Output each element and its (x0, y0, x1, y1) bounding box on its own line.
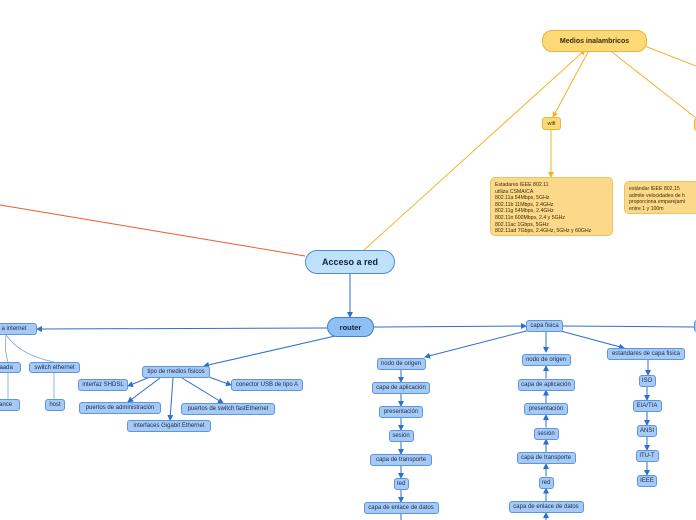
wifi-standards-note[interactable]: Estadares IEEE 802.11 utiliza CSMA/CA 80… (490, 177, 613, 236)
edge-central-offscreen (0, 204, 306, 257)
edge-media-admin (127, 377, 161, 403)
media-usb-type-a[interactable]: conector USB de tipo A (231, 379, 303, 391)
dest-stack-item-1[interactable]: capa de aplicación (517, 378, 575, 391)
internet-child-host[interactable]: host (45, 399, 65, 411)
origin-stack-item-4[interactable]: capa de transporte (370, 454, 432, 466)
internet-child-lcance[interactable]: lcance (0, 399, 20, 411)
edge-media-fast (181, 377, 224, 404)
dest-stack-item-6[interactable]: capa de enlace de datos (508, 501, 584, 513)
edge-router-physical (373, 323, 527, 330)
edge-physical-origin (424, 329, 531, 359)
dest-stack-item-4[interactable]: capa de transporte (516, 452, 576, 464)
media-admin-ports[interactable]: puertos de administración (79, 402, 161, 414)
edge-physical-offscreen (562, 325, 696, 328)
origin-stack-item-3[interactable]: sesión (388, 430, 414, 442)
central-topic[interactable]: Acceso a red (305, 250, 395, 274)
edge-wireless-wifi (552, 51, 589, 118)
origin-stack-item-0[interactable]: nodo de origen (376, 358, 426, 370)
physical-standard-4[interactable]: IEEE (637, 475, 657, 487)
physical-standard-0[interactable]: ISO (638, 375, 656, 387)
media-gigabit-interfaces[interactable]: interfaces Gigabit Ethernet (127, 420, 211, 432)
physical-media-types-node[interactable]: tipo de medios fisicos (142, 366, 210, 378)
edge-router-internet (36, 325, 328, 332)
edge-media-usb (208, 376, 232, 387)
dest-stack-item-3[interactable]: sesión (533, 427, 559, 440)
bluetooth-standard-note[interactable]: estándar IEEE 802.15 admite velocidades … (624, 181, 696, 214)
edge-internet-graada (4, 334, 9, 363)
dest-stack-item-0[interactable]: nodo de origen (521, 354, 571, 366)
physical-standard-3[interactable]: ITU-T (635, 450, 659, 462)
wireless-media-node[interactable]: Medios inalambricos (542, 30, 647, 52)
internet-child-switch-ethernet[interactable]: switch ethernet (29, 362, 80, 373)
dest-stack-item-2[interactable]: presentación (524, 403, 568, 415)
origin-stack-item-2[interactable]: presentación (379, 406, 423, 418)
edge-media-shdsl (127, 376, 151, 387)
origin-stack-item-6[interactable]: capa de enlace de datos (363, 502, 439, 514)
edge-wireless-offscreen-2 (641, 44, 696, 67)
origin-stack-item-1[interactable]: capa de aplicación (372, 382, 430, 394)
media-shdsl-interface[interactable]: interfaz SHDSL (78, 379, 128, 391)
internet-connection-node[interactable]: n a internet (0, 323, 37, 335)
physical-standard-2[interactable]: ANSI (637, 425, 657, 437)
origin-stack-item-5[interactable]: red (393, 478, 409, 490)
physical-standard-1[interactable]: EIA/TIA (632, 400, 662, 412)
edge-router-media (203, 335, 336, 368)
physical-standards-node[interactable]: estandares de capa fisica (607, 348, 685, 360)
offscreen-wireless-node[interactable] (694, 118, 696, 131)
edge-central-wireless (363, 49, 586, 251)
edge-media-gigabit (167, 377, 174, 421)
dest-stack-item-5[interactable]: red (538, 476, 554, 489)
internet-child-graada[interactable]: graada (0, 362, 21, 373)
offscreen-node-right[interactable] (694, 320, 696, 332)
edge-wireless-offscreen-1 (611, 51, 696, 119)
wifi-node[interactable]: wifi (542, 117, 561, 130)
edge-physical-standards (556, 329, 625, 350)
physical-layer-node[interactable]: capa fisica (526, 320, 563, 332)
media-fastethernet-ports[interactable]: puertos de switch fastEthernet (181, 403, 275, 415)
edge-internet-switch (5, 334, 55, 363)
router-node[interactable]: router (327, 317, 374, 337)
